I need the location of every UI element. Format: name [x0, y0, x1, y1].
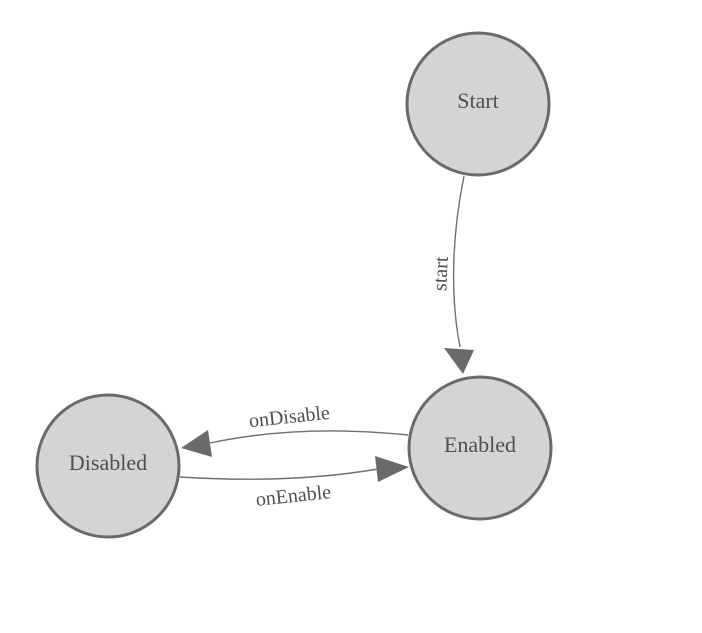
edge-line-disabled-to-enabled: [179, 468, 379, 480]
arrowhead-start-to-enabled: [444, 348, 474, 374]
edge-line-start-to-enabled: [452, 175, 465, 348]
edge-start-to-enabled: start: [429, 175, 474, 374]
edge-label-onenable: onEnable: [255, 481, 333, 511]
state-node-enabled[interactable]: Enabled: [407, 375, 553, 521]
arrowhead-disabled-to-enabled: [375, 456, 409, 482]
edge-enabled-to-disabled: onDisable: [181, 402, 409, 457]
state-label-enabled: Enabled: [444, 432, 516, 457]
edge-disabled-to-enabled: onEnable: [179, 456, 409, 511]
edge-label-ondisable: onDisable: [248, 402, 331, 432]
edge-label-start: start: [429, 255, 453, 291]
state-label-disabled: Disabled: [69, 450, 147, 475]
edge-line-enabled-to-disabled: [209, 430, 409, 444]
state-label-start: Start: [457, 88, 499, 113]
arrowhead-enabled-to-disabled: [181, 430, 212, 457]
state-circle-start[interactable]: [405, 31, 551, 177]
state-node-start[interactable]: Start: [405, 31, 551, 177]
state-circle-disabled[interactable]: [35, 393, 181, 539]
state-circle-enabled[interactable]: [407, 375, 553, 521]
state-node-disabled[interactable]: Disabled: [35, 393, 181, 539]
